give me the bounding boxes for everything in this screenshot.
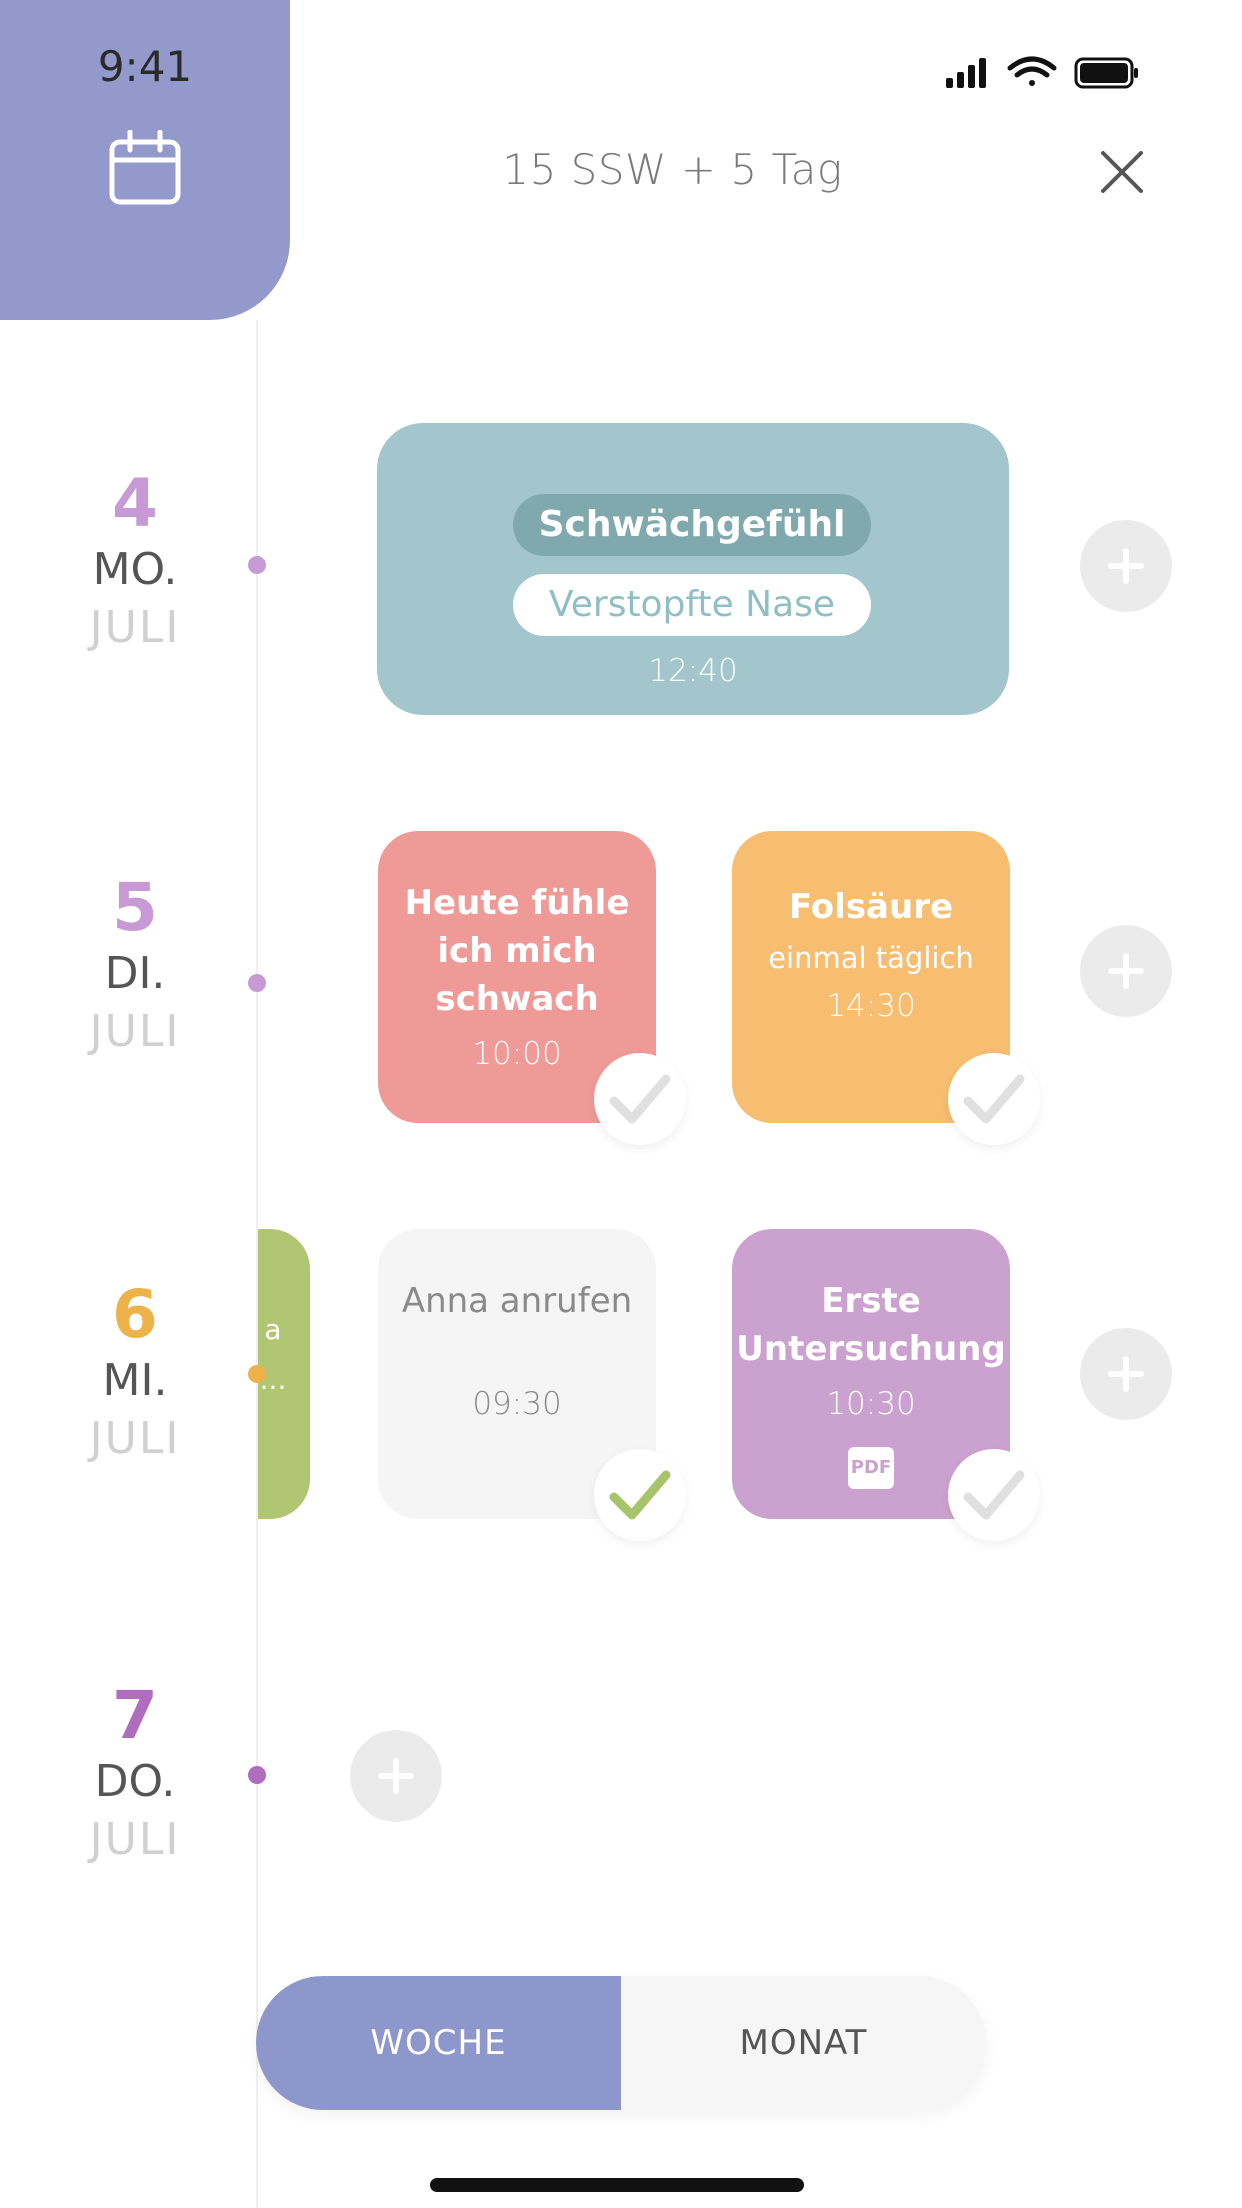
add-entry-button[interactable] [350,1730,442,1822]
view-toggle: WOCHE MONAT [256,1976,986,2110]
symptom-tag-2[interactable]: Verstopfte Nase [513,574,871,636]
signal-icon [946,58,986,88]
close-icon[interactable] [1100,150,1144,194]
check-button[interactable] [948,1053,1040,1145]
day-number: 7 [112,1677,158,1754]
reminder-title: Anna anrufen [401,1281,633,1321]
add-entry-button[interactable] [1080,1328,1172,1420]
check-button-done[interactable] [594,1449,686,1541]
check-button[interactable] [594,1053,686,1145]
symptom-tag-1[interactable]: Schwächgefühl [513,494,871,556]
medication-title: Folsäure [788,887,954,927]
timeline-dot [248,974,266,992]
timeline-dot [248,556,266,574]
timeline-line [256,320,258,2208]
add-entry-button[interactable] [1080,925,1172,1017]
reminder-card[interactable]: Anna anrufen 09:30 [378,1229,656,1519]
timeline-dot [248,1365,266,1383]
home-indicator[interactable] [430,2178,804,2192]
day-weekday: DO. [94,1756,176,1807]
medication-time: 14:30 [826,988,916,1024]
battery-icon [1074,57,1138,89]
partial-line-1: a [264,1313,282,1346]
note-title: Heute fühle ich mich schwach [404,883,630,1019]
pdf-icon[interactable]: PDF [848,1447,894,1489]
day-label-7: 7 DO. JULI [40,1680,230,1868]
exam-time: 10:30 [826,1386,916,1422]
check-button[interactable] [948,1449,1040,1541]
symptom-time: 12:40 [648,653,738,689]
add-entry-button[interactable] [1080,520,1172,612]
week-tab[interactable]: WOCHE [256,1976,621,2110]
month-tab[interactable]: MONAT [739,2023,868,2063]
status-icons [946,56,1138,89]
day-weekday: MI. [102,1355,168,1406]
wifi-icon [1007,56,1057,86]
day-label-4: 4 MO. JULI [40,468,230,656]
day-month: JULI [89,602,181,653]
day-label-6: 6 MI. JULI [40,1279,230,1467]
page-title: 15 SSW + 5 Tag [502,145,843,194]
day-month: JULI [89,1413,181,1464]
day-month: JULI [89,1006,181,1057]
reminder-time: 09:30 [472,1386,562,1422]
status-time: 9:41 [97,42,193,91]
day-weekday: MO. [92,544,178,595]
day-month: JULI [89,1814,181,1865]
day-label-5: 5 DI. JULI [40,872,230,1060]
day-number: 4 [112,465,158,542]
calendar-icon[interactable] [108,130,182,206]
timeline-dot [248,1766,266,1784]
partial-card[interactable]: a ... [258,1229,310,1519]
note-time: 10:00 [472,1036,562,1072]
day-number: 6 [112,1276,158,1353]
exam-title: Erste Untersuchung [736,1281,1006,1369]
day-weekday: DI. [104,948,166,999]
day-number: 5 [112,869,158,946]
medication-subtitle: einmal täglich [768,941,974,975]
symptom-card[interactable]: Schwächgefühl Verstopfte Nase 12:40 [377,423,1009,715]
